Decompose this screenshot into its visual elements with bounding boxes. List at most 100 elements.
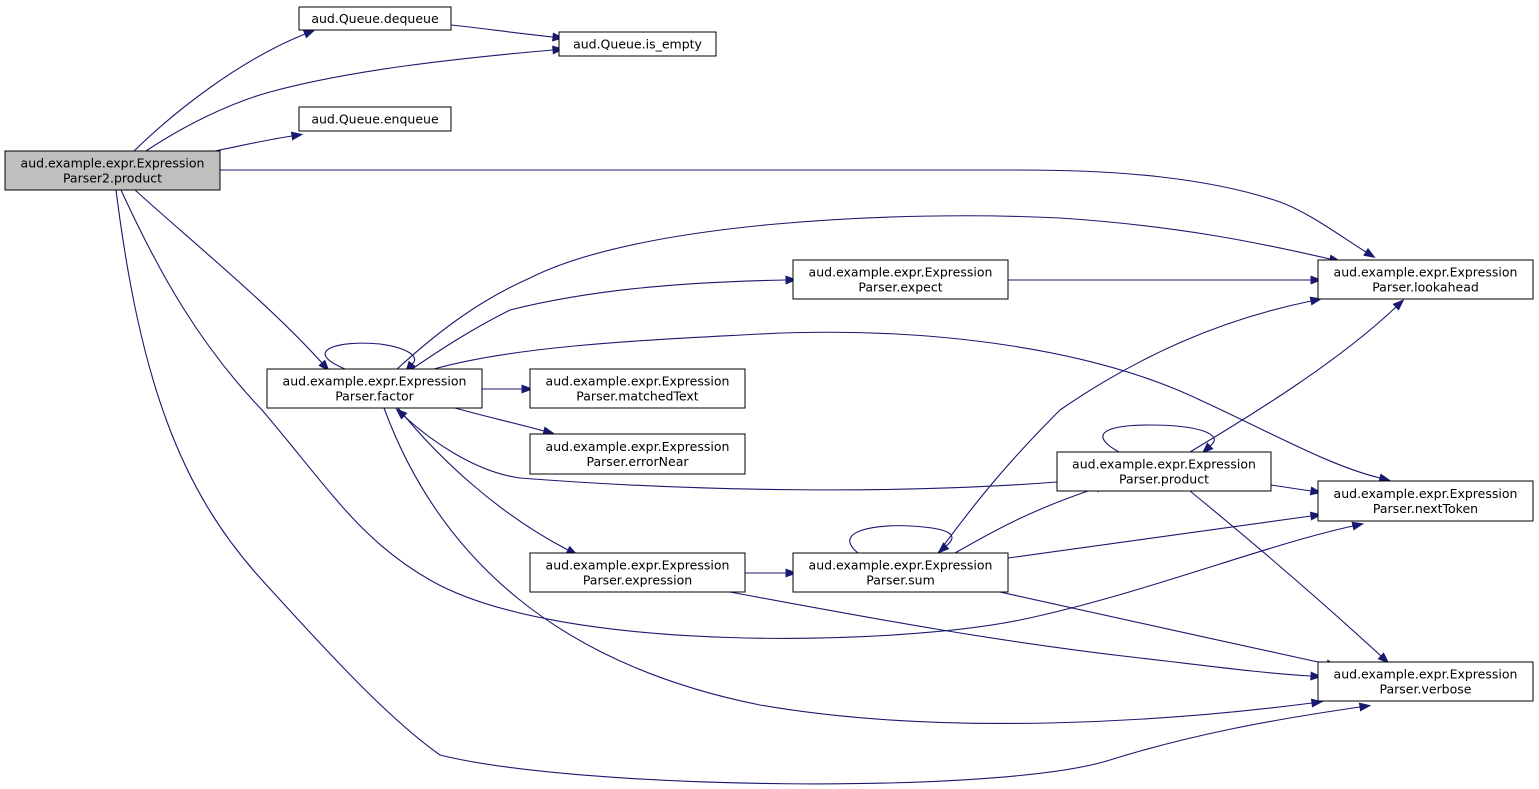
edge-factor-to-matchedText: [482, 384, 534, 394]
node-label-line: aud.example.expr.Expression: [546, 374, 730, 389]
node-label-line: aud.example.expr.Expression: [283, 374, 467, 389]
node-label-line: Parser.sum: [866, 573, 935, 588]
edge-arrowhead: [937, 542, 950, 554]
edge-line: [1102, 424, 1215, 453]
edge-expect-to-lookahead: [1008, 275, 1323, 285]
edge-line: [396, 215, 1331, 370]
edge-root-to-enqueue: [214, 131, 304, 152]
node-nextToken[interactable]: aud.example.expr.ExpressionParser.nextTo…: [1317, 480, 1534, 522]
edge-expression-to-sum: [745, 568, 798, 578]
edge-sum-to-verbose: [999, 591, 1339, 669]
node-label-line: Parser.factor: [335, 389, 414, 404]
edge-root-to-nextToken: [120, 189, 1365, 639]
node-label-line: Parser.matchedText: [576, 389, 698, 404]
node-label-line: aud.example.expr.Expression: [1072, 457, 1256, 472]
node-box: [298, 106, 452, 132]
edge-line: [1007, 515, 1312, 559]
edge-line: [729, 591, 1312, 677]
node-box: [792, 552, 1009, 593]
node-label-line: aud.example.expr.Expression: [546, 439, 730, 454]
node-root[interactable]: aud.example.expr.ExpressionParser2.produ…: [4, 150, 221, 191]
edge-root-to-verbose: [115, 189, 1372, 785]
edge-line: [1189, 490, 1382, 657]
edge-product-to-lookahead: [1189, 299, 1405, 453]
edge-factor-to-errorNear: [454, 407, 556, 436]
node-lookahead[interactable]: aud.example.expr.ExpressionParser.lookah…: [1317, 259, 1534, 300]
node-label-line: aud.example.expr.Expression: [809, 558, 993, 573]
edge-arrowhead: [1351, 521, 1365, 531]
edge-line: [954, 487, 1098, 554]
node-label-line: Parser.verbose: [1380, 682, 1472, 697]
edge-arrowhead: [785, 275, 798, 285]
edge-arrowhead: [290, 131, 304, 141]
node-expression[interactable]: aud.example.expr.ExpressionParser.expres…: [529, 552, 746, 593]
edge-line: [214, 135, 293, 152]
edge-line: [433, 331, 1381, 479]
node-label-line: aud.Queue.dequeue: [311, 11, 439, 26]
edge-line: [324, 342, 416, 370]
edge-arrowhead: [302, 29, 316, 39]
node-box: [1317, 259, 1534, 300]
edge-dequeue-to-is_empty: [450, 24, 565, 42]
edge-sum-to-product: [954, 483, 1108, 554]
edge-line: [411, 279, 787, 370]
node-dequeue[interactable]: aud.Queue.dequeue: [298, 6, 452, 31]
edge-arrowhead: [1358, 702, 1372, 712]
edge-line: [145, 49, 554, 152]
edge-line: [403, 415, 1058, 491]
node-label-line: aud.Queue.enqueue: [311, 112, 439, 127]
node-label-line: Parser.errorNear: [586, 454, 689, 469]
node-enqueue[interactable]: aud.Queue.enqueue: [298, 106, 452, 132]
edge-product-to-product: [1102, 424, 1215, 454]
node-verbose[interactable]: aud.example.expr.ExpressionParser.verbos…: [1317, 661, 1534, 702]
edge-product-to-nextToken: [1270, 484, 1323, 496]
node-product[interactable]: aud.example.expr.ExpressionParser.produc…: [1056, 451, 1272, 492]
edge-root-to-is_empty: [145, 45, 565, 152]
edge-factor-to-expression: [397, 407, 579, 556]
node-label-line: aud.example.expr.Expression: [21, 156, 205, 171]
node-label-line: aud.example.expr.Expression: [809, 265, 993, 280]
edge-arrowhead: [1363, 247, 1376, 259]
edge-line: [937, 300, 1312, 554]
edge-factor-to-expect: [411, 275, 798, 370]
node-label-line: Parser.nextToken: [1373, 501, 1478, 516]
edge-expression-to-verbose: [729, 591, 1323, 681]
edge-line: [215, 169, 1367, 253]
edge-sum-to-lookahead: [937, 296, 1323, 554]
node-box: [1317, 480, 1534, 522]
node-is_empty[interactable]: aud.Queue.is_empty: [558, 31, 717, 57]
edge-line: [1270, 484, 1312, 492]
edge-line: [849, 525, 953, 554]
node-box: [529, 433, 746, 475]
edge-line: [115, 189, 1361, 785]
node-box: [298, 6, 452, 31]
edge-line: [383, 407, 1313, 724]
edge-line: [120, 189, 1354, 639]
edge-line: [397, 407, 569, 551]
edge-line: [134, 189, 323, 364]
edge-arrowhead: [318, 359, 330, 372]
edge-line: [450, 24, 554, 38]
edge-arrowhead: [1377, 652, 1390, 664]
edge-arrowhead: [1392, 299, 1405, 311]
node-box: [1317, 661, 1534, 702]
edge-product-to-verbose: [1189, 490, 1390, 664]
edge-arrowhead: [395, 408, 408, 420]
edge-arrowhead: [1310, 671, 1323, 681]
node-label-line: Parser.product: [1119, 472, 1209, 487]
node-matchedText[interactable]: aud.example.expr.ExpressionParser.matche…: [529, 368, 746, 409]
node-errorNear[interactable]: aud.example.expr.ExpressionParser.errorN…: [529, 433, 746, 475]
edge-line: [1189, 306, 1397, 453]
node-label-line: aud.example.expr.Expression: [1334, 265, 1518, 280]
edge-factor-to-factor: [324, 342, 416, 373]
nodes-layer: aud.example.expr.ExpressionParser2.produ…: [4, 6, 1534, 702]
node-label-line: aud.example.expr.Expression: [1334, 486, 1518, 501]
node-box: [792, 259, 1009, 300]
edge-line: [133, 33, 306, 152]
edge-product-to-factor: [395, 408, 1058, 491]
node-label-line: Parser.expect: [858, 280, 942, 295]
